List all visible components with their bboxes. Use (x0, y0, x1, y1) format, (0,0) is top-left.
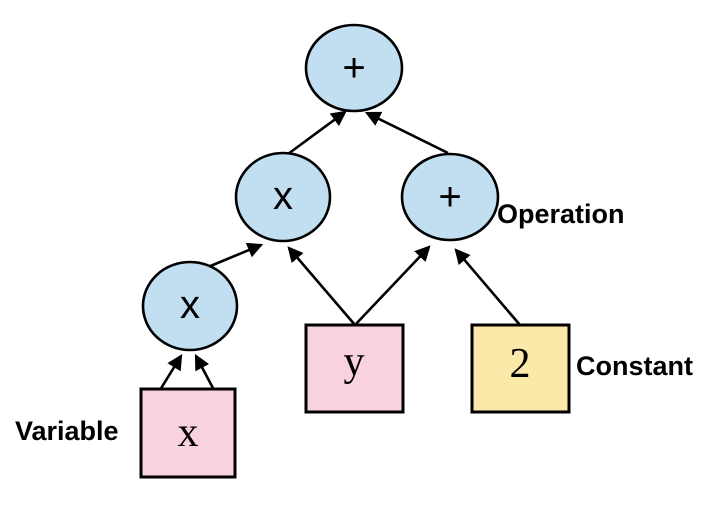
node-add-right (400, 152, 500, 242)
label-operation: Operation (497, 199, 625, 229)
edge-var-y-to-add-right (354, 245, 431, 326)
node-const-2 (470, 323, 571, 414)
node-mul-upper-symbol: x (273, 174, 293, 218)
node-mul-lower-symbol: x (180, 283, 200, 327)
node-root-plus (304, 23, 404, 113)
annotations: Variable Operation Constant (15, 199, 693, 446)
edge-mul-upper-to-root-plus (287, 110, 347, 156)
edge-var-y-to-mul-upper (287, 246, 356, 326)
edge-var-x-to-mul-lower-1 (158, 354, 183, 391)
leaf-nodes: x y 2 (139, 323, 571, 479)
node-mul-lower (141, 260, 239, 352)
node-var-y (304, 323, 405, 414)
node-var-x-symbol: x (178, 410, 199, 456)
edge-mul-lower-to-mul-upper (207, 242, 264, 269)
node-const-2-symbol: 2 (510, 341, 531, 387)
node-add-right-symbol: + (438, 175, 461, 219)
node-var-y-symbol: y (344, 339, 365, 385)
edges (158, 110, 521, 391)
edge-var-x-to-mul-lower-2 (194, 353, 216, 391)
edge-const-2-to-add-right (454, 248, 521, 326)
node-var-x (139, 387, 237, 479)
operation-nodes: + x + x (141, 23, 500, 352)
edge-add-right-to-root-plus (364, 111, 449, 155)
node-mul-upper (234, 151, 332, 243)
node-root-plus-symbol: + (342, 46, 365, 90)
label-variable: Variable (15, 416, 119, 446)
label-constant: Constant (576, 351, 693, 381)
